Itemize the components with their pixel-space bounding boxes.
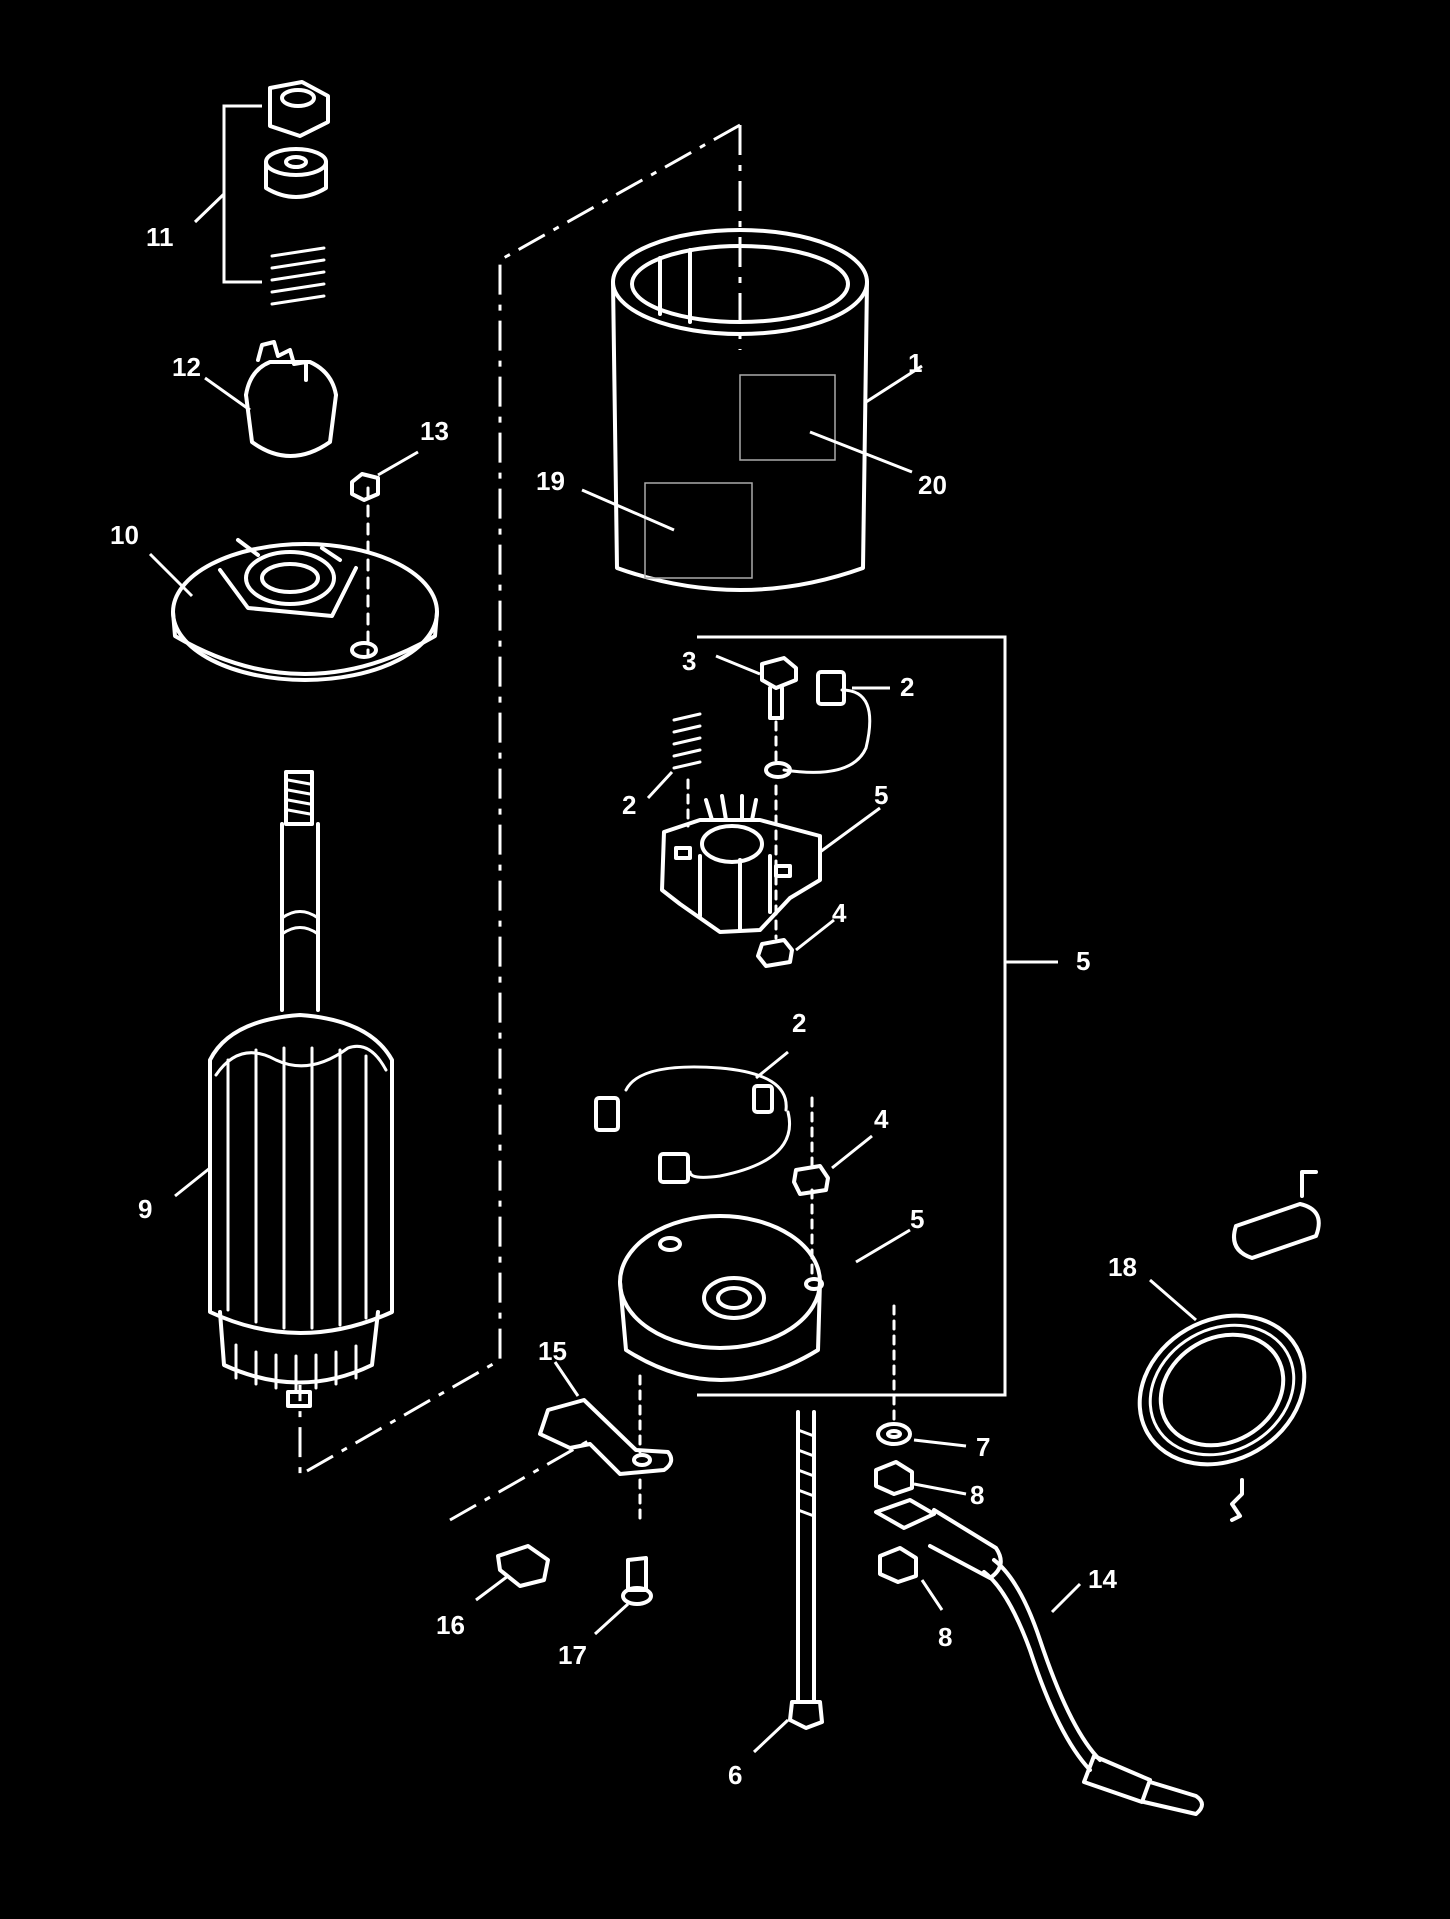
brush-top	[782, 670, 890, 774]
callout-labels: 1 20 19 11 12 13 10 3 2 2 5 4 5 2 4 5 9 …	[110, 222, 1137, 1790]
through-bolt	[752, 1410, 824, 1754]
washer-7	[876, 1304, 967, 1448]
callout-13: 13	[420, 416, 449, 446]
nut-washer-spring-kit	[193, 80, 330, 306]
armature	[174, 770, 394, 1408]
callout-19: 19	[536, 466, 565, 496]
callout-8a: 8	[970, 1480, 984, 1510]
wire-harness	[1137, 1170, 1321, 1522]
assembly-centerline	[298, 123, 742, 1478]
callout-17: 17	[558, 1640, 587, 1670]
brush-holder-plate	[660, 794, 822, 934]
label-placeholder-19	[644, 482, 753, 579]
callout-5c: 5	[910, 1204, 924, 1234]
lead-19	[581, 488, 675, 532]
callout-4b: 4	[874, 1104, 889, 1134]
callout-3: 3	[682, 646, 696, 676]
callout-1: 1	[908, 348, 922, 378]
nut-8-upper	[874, 1460, 967, 1496]
callout-5a: 5	[874, 780, 888, 810]
callout-6: 6	[728, 1760, 742, 1790]
commutator-end-housing	[618, 1188, 911, 1382]
assembly-bracket-5	[697, 635, 1058, 1397]
callout-2b: 2	[622, 790, 636, 820]
square-nut-lower	[792, 1096, 873, 1196]
callout-5b: 5	[1076, 946, 1090, 976]
callout-4a: 4	[832, 898, 847, 928]
square-nut-upper	[756, 784, 835, 968]
callout-16: 16	[436, 1610, 465, 1640]
callout-15: 15	[538, 1336, 567, 1366]
callout-10: 10	[110, 520, 139, 550]
lead-20	[809, 430, 913, 474]
callout-20: 20	[918, 470, 947, 500]
callout-2a: 2	[900, 672, 914, 702]
bracket-screw-17	[593, 1556, 653, 1636]
label-placeholder-20	[739, 374, 836, 461]
mounting-bracket	[538, 1361, 674, 1522]
lead-1	[865, 364, 923, 404]
callout-12: 12	[172, 352, 201, 382]
callout-2c: 2	[792, 1008, 806, 1038]
nut-8-lower	[878, 1546, 944, 1611]
frame-housing	[611, 228, 869, 592]
small-nut	[350, 450, 419, 502]
callout-9: 9	[138, 1194, 152, 1224]
callout-18: 18	[1108, 1252, 1137, 1282]
brush-spring	[646, 712, 702, 828]
brush-wire-ring	[594, 1050, 791, 1184]
callout-14: 14	[1088, 1564, 1117, 1594]
drive-end-cap	[148, 486, 439, 682]
starter-cable	[874, 1498, 1204, 1816]
drive-pinion	[204, 340, 338, 458]
callout-8b: 8	[938, 1622, 952, 1652]
bracket-screw-16	[449, 1438, 591, 1602]
callout-7: 7	[976, 1432, 990, 1462]
mounting-screw	[715, 654, 798, 779]
lead-5a	[819, 806, 881, 854]
callout-11: 11	[146, 222, 174, 252]
